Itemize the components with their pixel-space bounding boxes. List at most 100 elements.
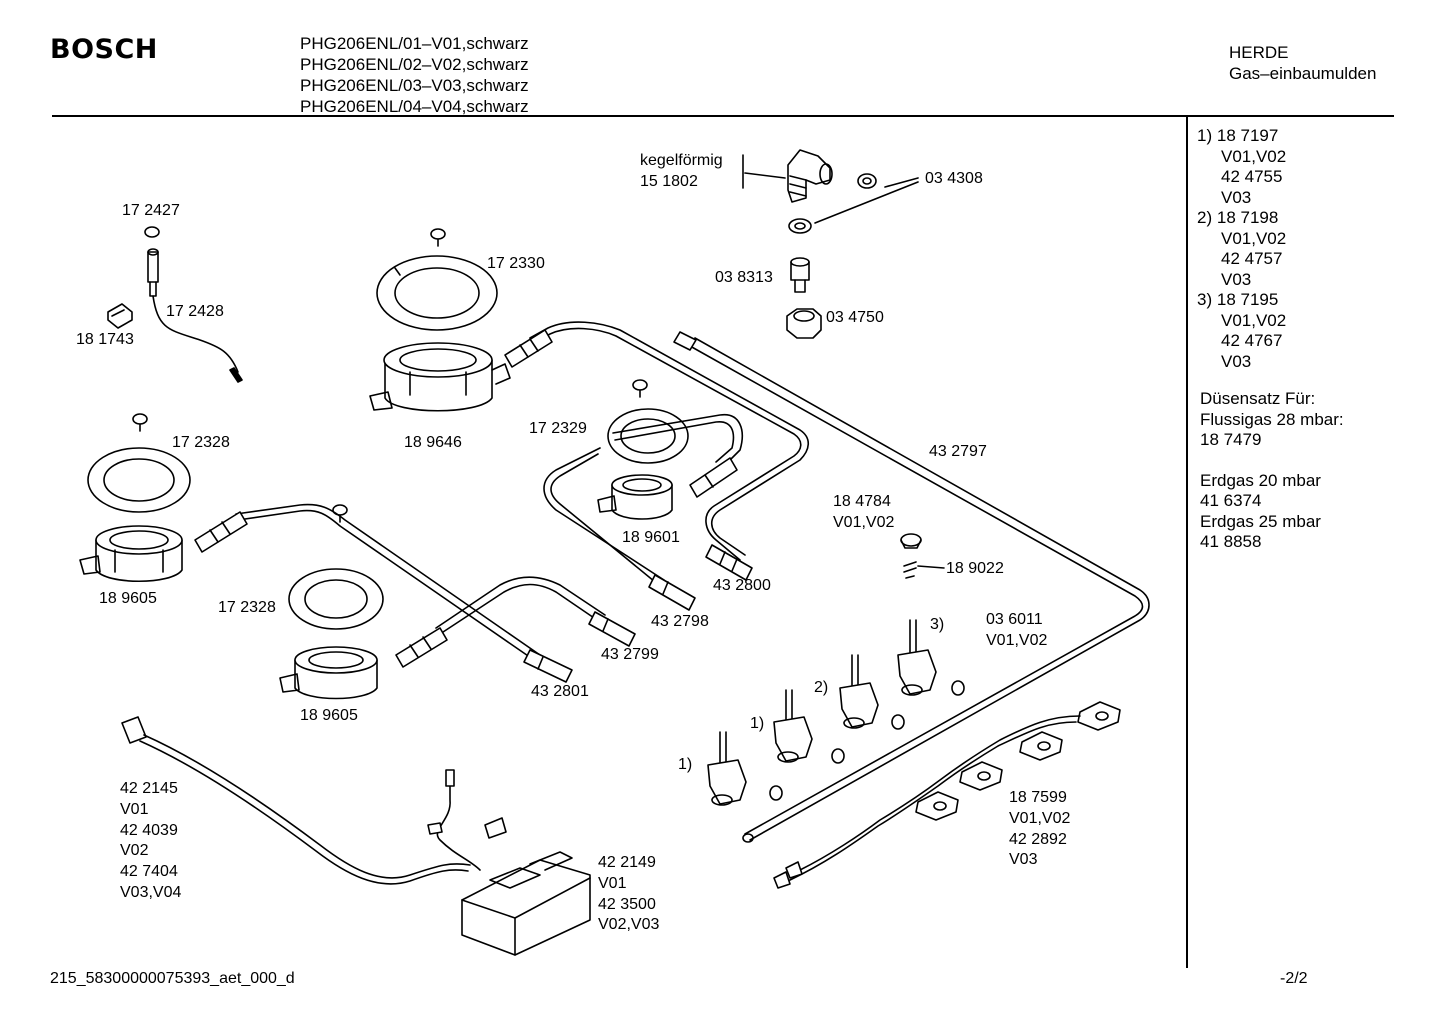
legend-variant-1: 1) 18 7197 <box>1197 126 1279 145</box>
part-label: 03 4750 <box>826 309 884 326</box>
valve-seal <box>831 748 845 764</box>
pipe-fitting <box>523 649 573 683</box>
gas-pipe <box>235 503 541 661</box>
legend-variant-2-part2: 42 4757 <box>1221 249 1283 268</box>
elbow-connector <box>787 149 833 203</box>
valve-seal <box>769 785 783 801</box>
valve-seal <box>951 680 965 696</box>
category-title: HERDE <box>1229 43 1289 62</box>
gas-pipe <box>673 331 1150 843</box>
header-divider <box>52 115 1394 117</box>
wiring-harness <box>121 716 507 885</box>
leader-line <box>814 181 919 224</box>
category-subtitle: Gas–einbaumulden <box>1229 64 1377 83</box>
exploded-parts-diagram <box>79 149 1150 956</box>
gasket-ring <box>87 447 191 513</box>
leader-line <box>884 177 919 188</box>
gas-pipe <box>543 414 744 587</box>
gas-valve <box>773 689 813 763</box>
part-label: 2) <box>814 679 829 696</box>
legend-variant-3-v2: V03 <box>1221 351 1252 371</box>
ignition-transformer <box>461 851 591 956</box>
part-label: 17 2328 <box>172 434 230 451</box>
part-label: 18 9601 <box>622 529 680 546</box>
erdgas25-part: 41 8858 <box>1200 532 1262 551</box>
gasket-ring <box>288 568 384 630</box>
ignition-switch <box>1019 731 1063 761</box>
part-label: 43 2797 <box>929 443 987 460</box>
gas-pipe <box>435 576 606 635</box>
part-label: 1) <box>750 715 765 732</box>
electrode-clip <box>107 303 133 329</box>
legend-variant-3: 3) 18 7195 <box>1197 290 1279 309</box>
screw <box>132 413 148 432</box>
burner-body <box>369 342 511 412</box>
pipe-fitting <box>689 457 738 498</box>
burner-body <box>597 474 673 520</box>
spring-clip <box>903 561 917 579</box>
pipe-fitting <box>504 329 553 368</box>
gas-valve <box>707 731 747 806</box>
part-label: 18 9646 <box>404 434 462 451</box>
page-number: -2/2 <box>1280 970 1308 987</box>
legend-panel: 1) 18 7197 V01,V02 42 4755 V03 2) 18 719… <box>1197 126 1344 553</box>
gas-valve <box>839 654 879 729</box>
washer <box>857 173 877 189</box>
pipe-fitting <box>588 611 636 647</box>
ignition-switch <box>915 791 959 821</box>
part-label: 3) <box>930 616 945 633</box>
gas-pipe <box>529 321 810 561</box>
screw <box>430 228 446 247</box>
part-label: 43 2798 <box>651 613 709 630</box>
model-line: PHG206ENL/03–V03,schwarz <box>300 76 529 95</box>
part-label: 43 2799 <box>601 646 659 663</box>
legend-variant-2-v2: V03 <box>1221 269 1252 289</box>
category-block: HERDE Gas–einbaumulden <box>1229 42 1376 84</box>
part-label: 18 1743 <box>76 331 134 348</box>
burner-body <box>79 525 183 582</box>
leader-line <box>917 565 945 569</box>
part-label: 43 2801 <box>531 683 589 700</box>
erdgas20-label: Erdgas 20 mbar <box>1200 470 1321 490</box>
gasket-ring <box>607 408 689 464</box>
pipe-fitting <box>705 544 753 581</box>
nozzle-adapter <box>790 257 810 293</box>
part-label: 17 2330 <box>487 255 545 272</box>
nozzle-title: Düsensatz Für: <box>1200 389 1316 408</box>
gasket-ring <box>376 255 498 331</box>
legend-divider <box>1186 116 1188 968</box>
erdgas25-label: Erdgas 25 mbar <box>1200 511 1321 531</box>
ignition-switch <box>959 761 1003 791</box>
screw <box>632 379 648 398</box>
legend-variant-1-v1: V01,V02 <box>1221 146 1287 166</box>
legend-variant-1-v2: V03 <box>1221 187 1252 207</box>
legend-variant-1-part2: 42 4755 <box>1221 167 1283 186</box>
legend-variant-3-v1: V01,V02 <box>1221 310 1287 330</box>
flussigas-part: 18 7479 <box>1200 430 1262 449</box>
part-label: 03 8313 <box>715 269 773 286</box>
flussigas-label: Flussigas 28 mbar: <box>1200 409 1344 429</box>
brand-logo: BOSCH <box>50 34 158 65</box>
legend-variant-2: 2) 18 7198 <box>1197 208 1279 227</box>
document-id: 215_58300000075393_aet_000_d <box>50 970 295 987</box>
model-line: PHG206ENL/01–V01,schwarz <box>300 34 529 53</box>
legend-variant-3-part2: 42 4767 <box>1221 331 1283 350</box>
valve-cap <box>900 533 922 549</box>
part-label: 17 2328 <box>218 599 276 616</box>
screw-small <box>144 226 160 238</box>
erdgas20-part: 41 6374 <box>1200 491 1262 510</box>
pipe-fitting <box>395 627 448 668</box>
gas-valve <box>897 619 937 696</box>
part-label: 17 2428 <box>166 303 224 320</box>
valve-seal <box>891 714 905 730</box>
burner-body <box>279 646 378 700</box>
model-list: PHG206ENL/01–V01,schwarz PHG206ENL/02–V0… <box>300 33 529 117</box>
pipe-fitting <box>648 574 696 611</box>
switch-harness-wires <box>773 715 1081 889</box>
part-label: 18 9605 <box>300 707 358 724</box>
